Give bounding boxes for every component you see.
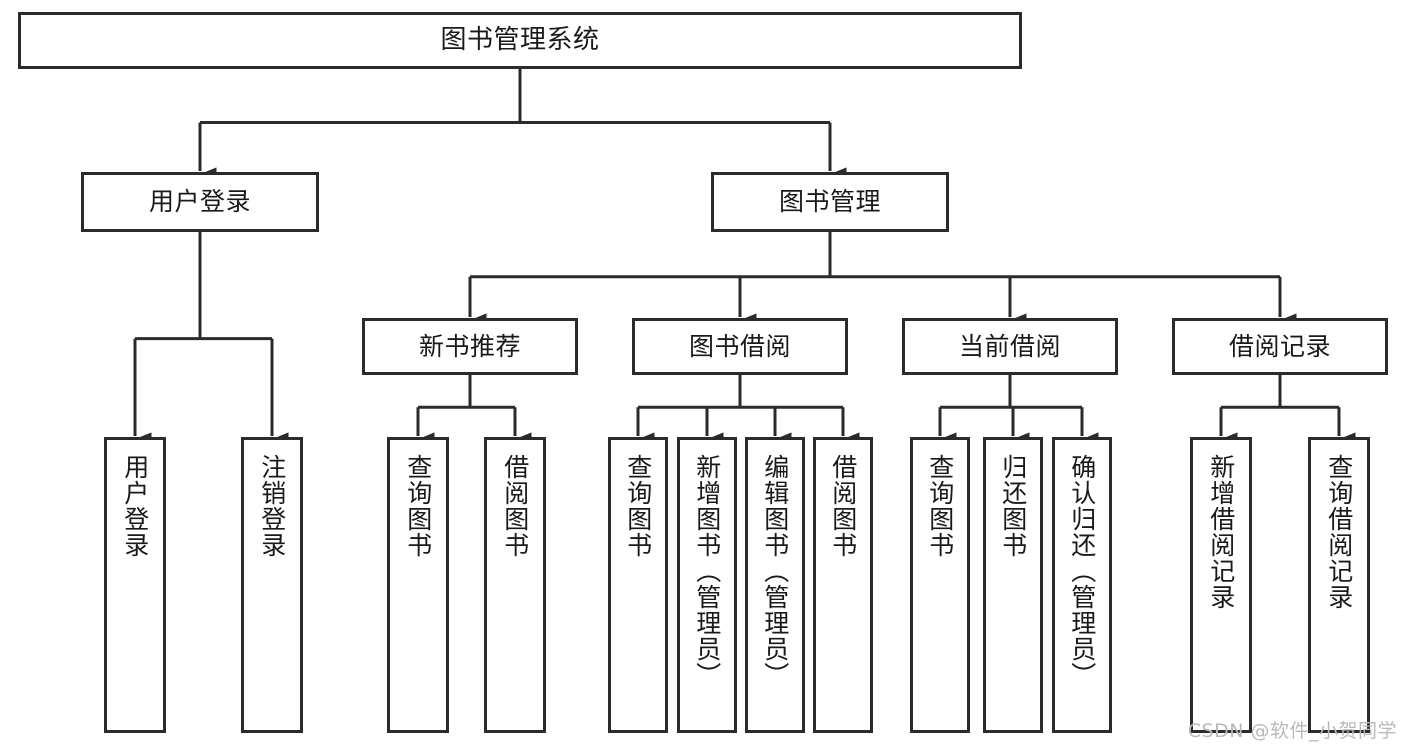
node-current[interactable]: 当前借阅 xyxy=(902,318,1118,375)
node-bookmgmt[interactable]: 图书管理 xyxy=(711,172,949,232)
node-login[interactable]: 用户登录 xyxy=(81,172,319,232)
node-leaf-2[interactable]: 注销登录 xyxy=(241,437,303,733)
node-leaf-10[interactable]: 归还图书 xyxy=(983,437,1043,733)
node-records[interactable]: 借阅记录 xyxy=(1172,318,1388,375)
node-leaf-7[interactable]: 编辑图书（管理员） xyxy=(745,437,805,733)
node-label: 借阅记录 xyxy=(1228,331,1331,361)
edge-group xyxy=(118,69,1356,460)
node-label: 借阅图书 xyxy=(500,454,530,558)
node-label: 编辑图书（管理员） xyxy=(760,454,790,688)
node-label: 注销登录 xyxy=(257,454,287,558)
node-newbook[interactable]: 新书推荐 xyxy=(362,318,578,375)
node-leaf-12[interactable]: 新增借阅记录 xyxy=(1190,437,1252,733)
node-leaf-4[interactable]: 借阅图书 xyxy=(484,437,546,733)
node-leaf-8[interactable]: 借阅图书 xyxy=(813,437,873,733)
node-label: 图书借阅 xyxy=(688,331,791,361)
node-label: 查询图书 xyxy=(403,454,433,558)
node-label: 新增借阅记录 xyxy=(1206,454,1236,610)
node-leaf-1[interactable]: 用户登录 xyxy=(104,437,166,733)
node-borrow[interactable]: 图书借阅 xyxy=(632,318,848,375)
node-leaf-11[interactable]: 确认归还（管理员） xyxy=(1052,437,1112,733)
node-label: 用户登录 xyxy=(120,454,150,558)
node-leaf-9[interactable]: 查询图书 xyxy=(910,437,970,733)
node-leaf-5[interactable]: 查询图书 xyxy=(608,437,668,733)
node-root[interactable]: 图书管理系统 xyxy=(18,12,1022,69)
node-label: 图书管理系统 xyxy=(440,25,600,56)
node-label: 查询图书 xyxy=(623,454,653,558)
node-leaf-3[interactable]: 查询图书 xyxy=(387,437,449,733)
node-label: 确认归还（管理员） xyxy=(1067,454,1097,688)
node-label: 当前借阅 xyxy=(958,331,1061,361)
node-leaf-13[interactable]: 查询借阅记录 xyxy=(1308,437,1370,733)
node-label: 图书管理 xyxy=(778,187,881,217)
node-label: 查询图书 xyxy=(925,454,955,558)
node-label: 新增图书（管理员） xyxy=(692,454,722,688)
node-label: 借阅图书 xyxy=(828,454,858,558)
node-label: 用户登录 xyxy=(148,187,251,217)
node-label: 归还图书 xyxy=(998,454,1028,558)
node-leaf-6[interactable]: 新增图书（管理员） xyxy=(677,437,737,733)
node-label: 查询借阅记录 xyxy=(1324,454,1354,610)
node-label: 新书推荐 xyxy=(418,331,521,361)
